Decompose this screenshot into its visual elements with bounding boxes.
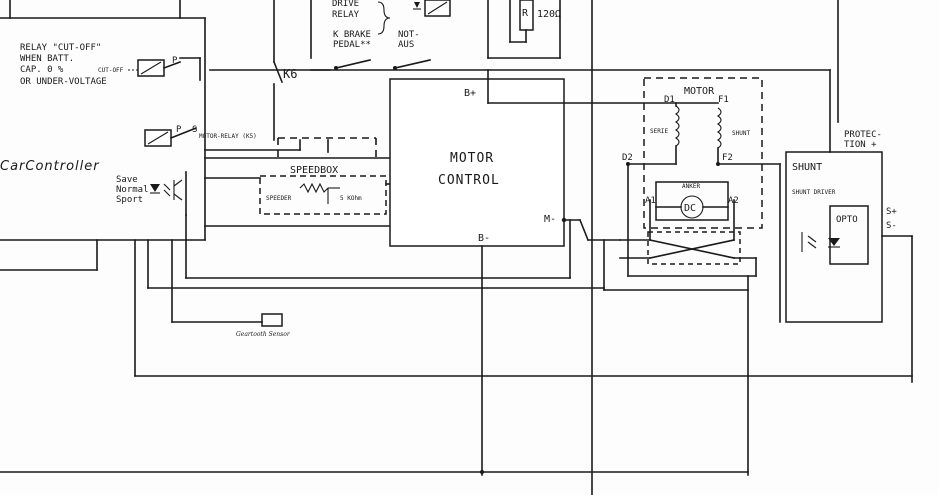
motor-control-line-1: MOTOR [450,151,494,166]
drive-relay-label-2: RELAY [332,10,360,20]
speeder-label: SPEEDER [266,195,292,202]
b-plus-label: B+ [464,88,476,99]
cutoff-pin-p: P [172,56,178,66]
motor-control: MOTOR CONTROL B+ B- M- [389,69,719,476]
not-aus-label-1: NOT- [398,30,420,40]
motor-d2: D2 [622,153,633,163]
speedbox-title: SPEEDBOX [290,165,338,176]
cutoff-note-4: OR UNDER-VOLTAGE [20,77,107,87]
shunt-driver: PROTEC- TION + SHUNT SHUNT DRIVER OPTO S… [779,130,913,383]
bottom-wiring [0,214,913,476]
k-brake-label-1: K BRAKE [333,30,371,40]
motor: MOTOR D1 F1 D2 F2 SERIE SHUNT ANKER DC A… [622,77,781,277]
shunt-coil-label: SHUNT [732,130,750,137]
mode-opto-icon [150,179,183,201]
protection-label-1: PROTEC- [844,130,882,140]
motor-title: MOTOR [684,86,715,97]
b-minus-label: B- [478,233,490,244]
mode-save: Save [116,175,138,185]
resistor-letter: R [522,8,529,19]
shunt-driver-label: SHUNT DRIVER [792,189,836,196]
cutoff-tag: CUT-OFF [98,67,124,74]
geartooth-sensor-label: Geartooth Sensor [236,331,291,338]
mode-sport: Sport [116,195,143,205]
motor-relay-pin-p: P [176,125,182,135]
shunt-opto-icon [801,232,840,252]
dc-label: DC [684,203,696,214]
s-minus-label: S- [886,221,897,231]
mode-normal: Normal [116,185,149,195]
cutoff-note-2: WHEN BATT. [20,54,74,64]
resistor-value: 120Ω [537,9,561,20]
cutoff-note-3: CAP. 0 % [20,65,64,75]
m-minus-label: M- [544,214,556,225]
k-brake-label-2: PEDAL** [333,40,371,50]
cutoff-note-1: RELAY "CUT-OFF" [20,43,101,53]
k6-label: K6 [283,67,297,81]
resistor-120ohm: R 120Ω [509,0,561,43]
reversing-contacts [619,231,757,277]
controller-title: CarController [0,159,100,174]
opto-label: OPTO [836,215,858,225]
anker-label: ANKER [682,183,700,190]
drive-relay: DRIVE RELAY [332,0,451,35]
s-plus-label: S+ [886,207,897,217]
protection-label-2: TION + [844,140,877,150]
geartooth-sensor: Geartooth Sensor [236,313,291,338]
motor-relay-tag: MOTOR-RELAY (K5) [199,133,257,140]
not-aus-label-2: AUS [398,40,414,50]
speedbox: SPEEDBOX SPEEDER 5 KOhm [204,157,391,227]
pot-label: 5 KOhm [340,195,362,202]
motor-f2: F2 [722,153,733,163]
motor-d1: D1 [664,95,675,105]
motor-control-line-2: CONTROL [438,173,500,188]
car-controller: RELAY "CUT-OFF" WHEN BATT. CAP. 0 % OR U… [0,0,257,271]
shunt-label: SHUNT [792,162,822,173]
motor-f1: F1 [718,95,729,105]
serie-label: SERIE [650,128,668,135]
motor-relay-link [204,137,377,160]
brake-switches: K BRAKE PEDAL** NOT- AUS K6 [272,30,431,84]
motor-relay-pin-s: S [192,125,197,135]
drive-relay-label-1: DRIVE [332,0,359,9]
